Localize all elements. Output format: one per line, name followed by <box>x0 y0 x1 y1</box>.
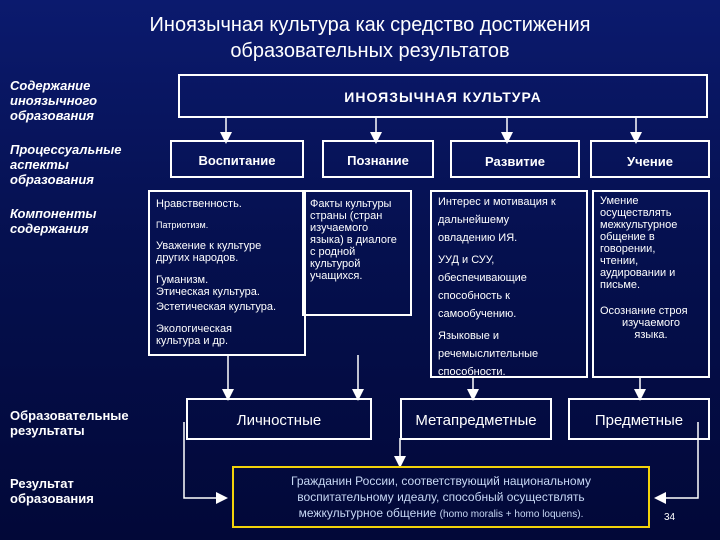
component-item: чтении, <box>600 255 639 267</box>
title-line-2: образовательных результатов <box>230 40 510 62</box>
component-item: Этическая культура. <box>156 286 260 298</box>
label-outcome-line: Результат <box>10 476 74 491</box>
component-item: других народов. <box>156 252 239 264</box>
component-item: Экологическая <box>156 323 233 335</box>
label-outcome-line: образования <box>10 491 94 506</box>
result-subject: Предметные <box>568 398 710 440</box>
component-item: осуществлять <box>600 207 672 219</box>
outcome-line: воспитательному идеалу, способный осущес… <box>297 490 585 504</box>
outcome-box: Гражданин России, соответствующий национ… <box>232 466 650 528</box>
component-item: Осознание строя <box>600 305 688 317</box>
top-box-text: ИНОЯЗЫЧНАЯ КУЛЬТУРА <box>344 89 542 105</box>
component-item: учащихся. <box>310 270 363 282</box>
result-metasubject: Метапредметные <box>400 398 552 440</box>
result-label: Личностные <box>236 412 322 429</box>
component-item: Эстетическая культура. <box>156 301 277 313</box>
aspect-razvitie: Развитие <box>450 140 580 178</box>
label-components-line: Компоненты <box>10 206 97 221</box>
label-process: Процессуальные аспекты образования <box>10 142 121 187</box>
component-item: с родной <box>310 246 356 258</box>
aspect-label: Учение <box>627 154 673 169</box>
component-item: УУД и СУУ, <box>438 254 495 266</box>
aspect-poznanie: Познание <box>322 140 434 178</box>
component-item: культура и др. <box>156 335 229 347</box>
outcome-line: Гражданин России, соответствующий национ… <box>291 474 591 488</box>
label-results-line: результаты <box>10 423 85 438</box>
component-item: Патриотизм. <box>156 220 209 230</box>
component-item: Нравственность. <box>156 198 242 210</box>
component-item: культурой <box>310 258 361 270</box>
aspect-uchenie: Учение <box>590 140 710 178</box>
label-components-line: содержания <box>10 221 89 236</box>
component-item: страны (стран <box>310 210 383 222</box>
label-components: Компоненты содержания <box>10 206 97 236</box>
component-item: аудировании и <box>600 267 676 279</box>
component-item: самообучению. <box>438 308 517 320</box>
page-title: Иноязычная культура как средство достиже… <box>60 12 680 64</box>
components-poznanie: Факты культуры страны (стран изучаемого … <box>302 190 412 316</box>
result-label: Предметные <box>594 412 684 429</box>
component-item: языка) в диалоге <box>310 234 397 246</box>
label-results: Образовательные результаты <box>10 408 129 438</box>
component-item: языка. <box>634 329 668 341</box>
label-content-line: образования <box>10 108 94 123</box>
page-number: 34 <box>664 512 676 523</box>
label-content-line: иноязычного <box>10 93 98 108</box>
outcome-line-main: межкультурное общение <box>298 506 437 520</box>
component-item: способность к <box>438 290 510 302</box>
outcome-line: межкультурное общение (homo moralis + ho… <box>234 505 648 523</box>
label-process-line: Процессуальные <box>10 142 122 157</box>
result-personal: Личностные <box>186 398 372 440</box>
component-item: Языковые и <box>438 330 500 342</box>
component-item: дальнейшему <box>438 214 510 226</box>
component-item: изучаемого <box>310 222 369 234</box>
aspect-label: Воспитание <box>198 153 276 168</box>
components-uchenie: Умение осуществлять межкультурное общени… <box>592 190 710 378</box>
component-item: общение в <box>600 231 655 243</box>
component-item: изучаемого <box>621 317 681 329</box>
outcome-latin: (homo moralis + homo loquens). <box>439 509 584 520</box>
component-item: речемыслительные <box>438 348 539 360</box>
component-item: способности. <box>438 366 506 378</box>
aspect-label: Познание <box>347 153 409 168</box>
label-process-line: образования <box>10 172 94 187</box>
aspect-vospitanie: Воспитание <box>170 140 304 178</box>
component-item: Факты культуры <box>310 198 392 210</box>
component-item: письме. <box>600 279 641 291</box>
top-box-culture: ИНОЯЗЫЧНАЯ КУЛЬТУРА <box>178 74 708 118</box>
component-item: обеспечивающие <box>438 272 527 284</box>
component-item: овладению ИЯ. <box>438 232 518 244</box>
label-content: Содержание иноязычного образования <box>10 78 97 123</box>
label-process-line: аспекты <box>10 157 69 172</box>
component-item: Гуманизм. <box>156 274 209 286</box>
components-razvitie: Интерес и мотивация к дальнейшему овладе… <box>430 190 588 378</box>
component-item: Уважение к культуре <box>156 240 262 252</box>
component-item: межкультурное <box>600 219 678 231</box>
result-label: Метапредметные <box>415 412 537 429</box>
component-item: говорении, <box>600 243 656 255</box>
component-item: Интерес и мотивация к <box>438 196 556 208</box>
outcome-text: Гражданин России, соответствующий национ… <box>234 473 648 523</box>
aspect-label: Развитие <box>485 154 545 169</box>
components-vospitanie: Нравственность. Патриотизм. Уважение к к… <box>148 190 306 356</box>
component-item: Умение <box>600 195 639 207</box>
label-outcome: Результат образования <box>10 476 94 506</box>
label-content-line: Содержание <box>10 78 91 93</box>
label-results-line: Образовательные <box>10 408 129 423</box>
title-line-1: Иноязычная культура как средство достиже… <box>149 14 591 36</box>
